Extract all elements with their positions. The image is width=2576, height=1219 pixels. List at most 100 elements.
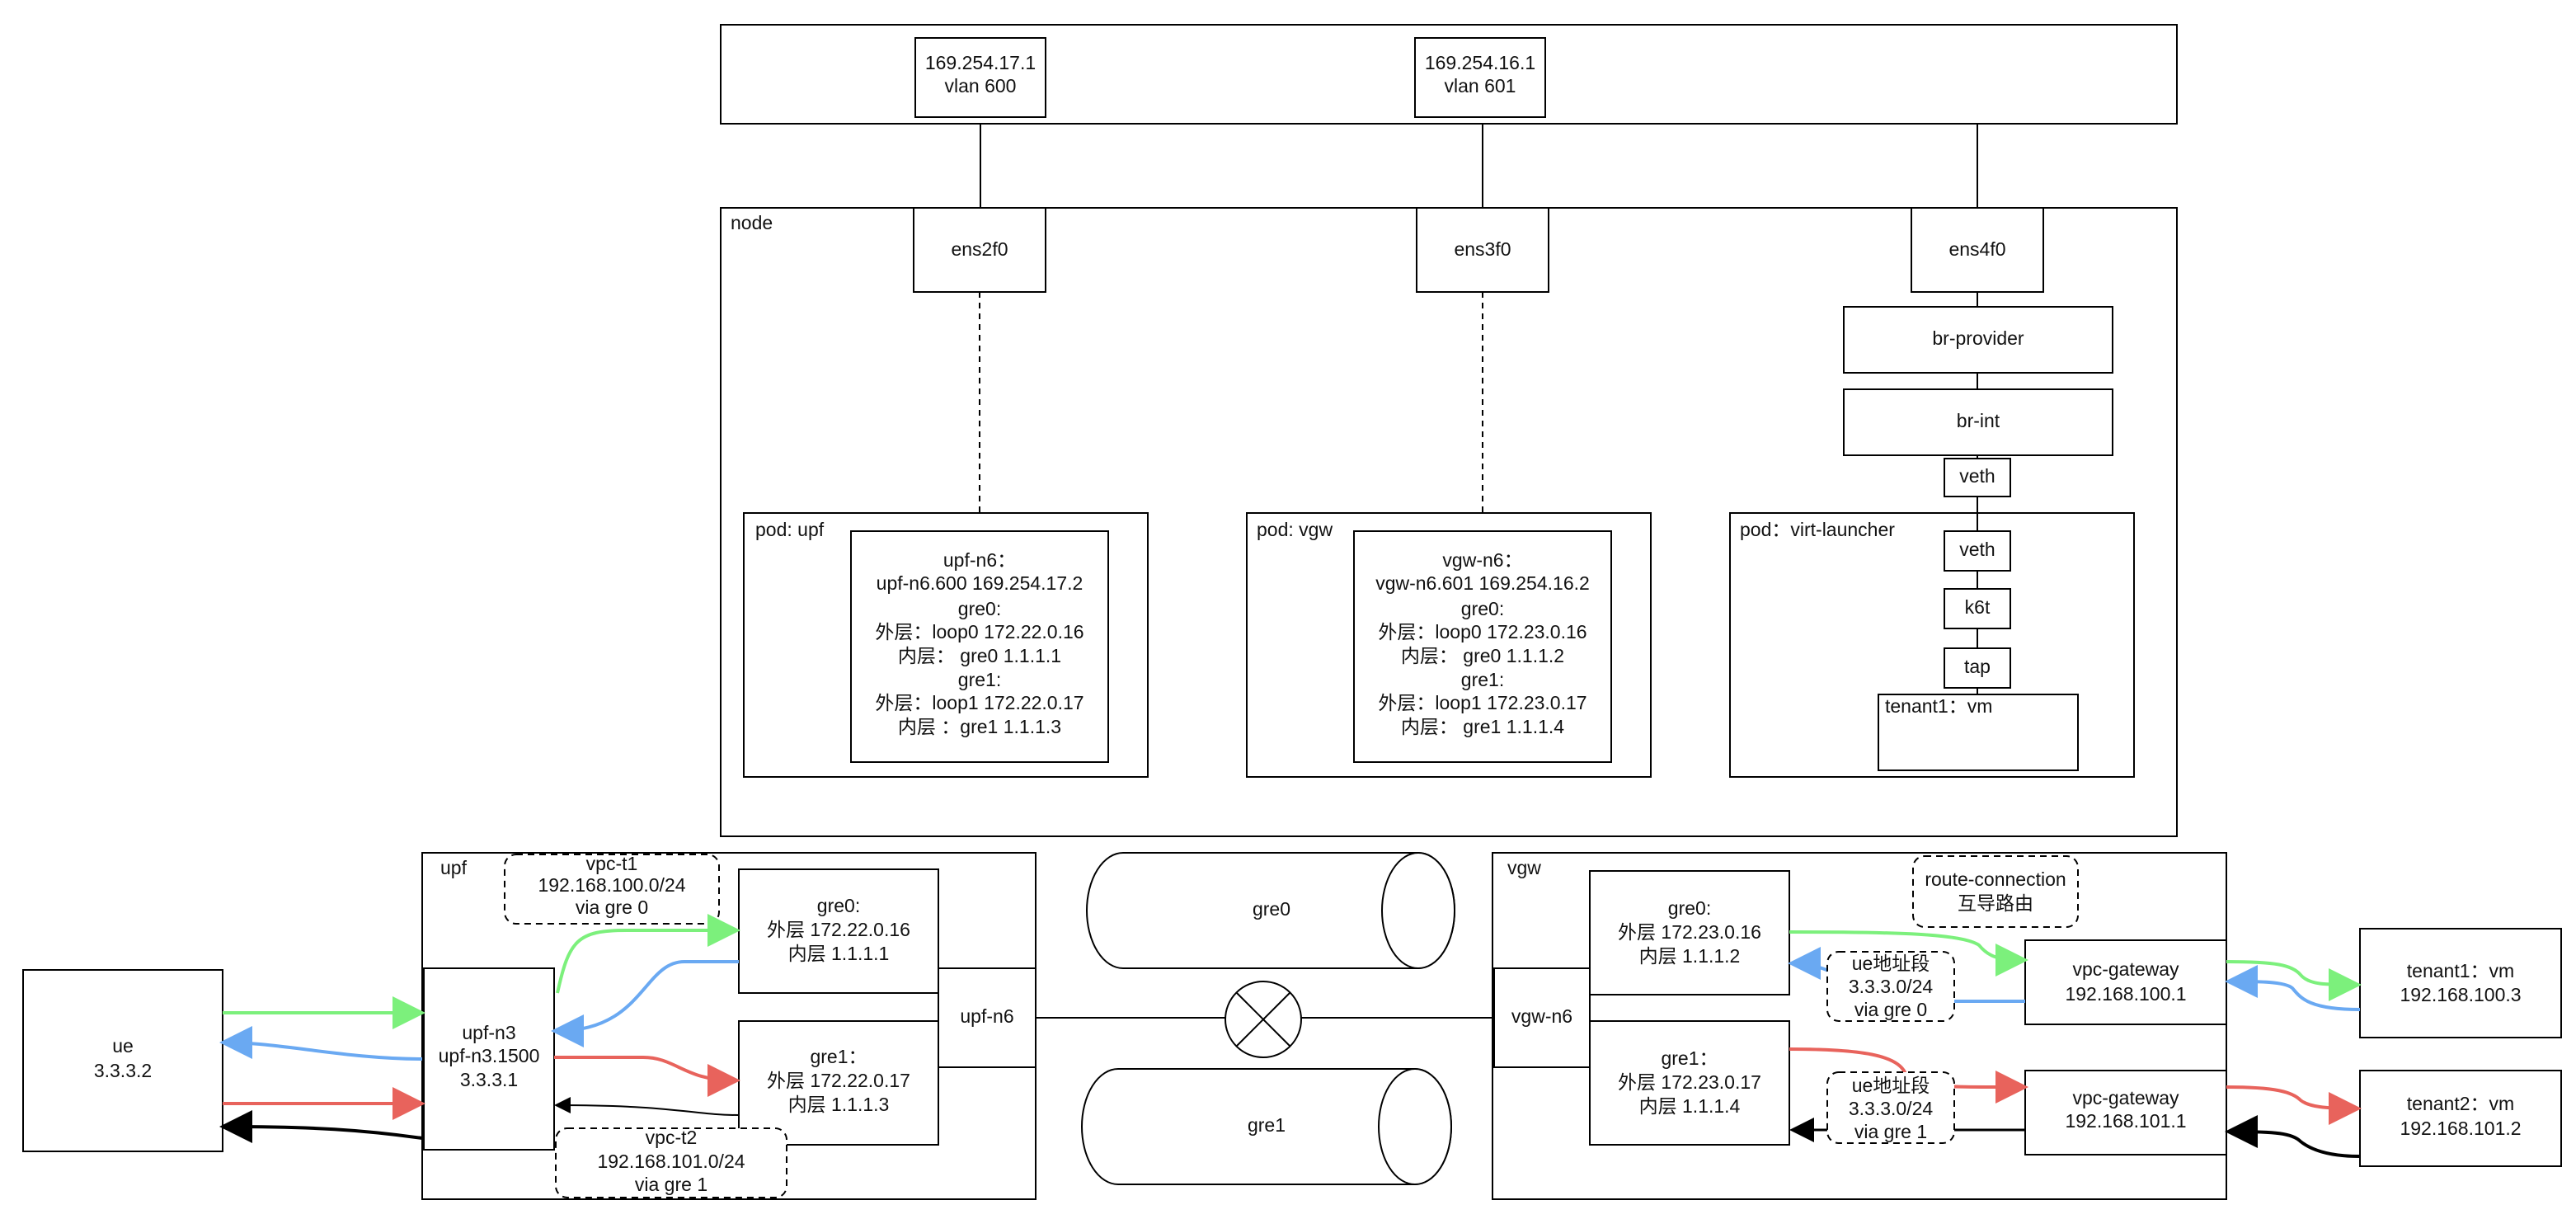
svg-text:br-int: br-int bbox=[1957, 410, 2000, 431]
svg-text:veth: veth bbox=[1959, 465, 1995, 487]
upf-gre1-box: gre1： 外层 172.22.0.17 内层 1.1.1.3 bbox=[738, 1020, 939, 1146]
upf-gre0-box: gre0: 外层 172.22.0.16 内层 1.1.1.1 bbox=[738, 868, 939, 994]
vlan600-label: vlan 600 bbox=[945, 75, 1017, 96]
flow-black-n3-to-ue bbox=[219, 1110, 423, 1144]
svg-text:3.3.3.0/24: 3.3.3.0/24 bbox=[1849, 1098, 1934, 1119]
bridge-br-int: br-int bbox=[1843, 388, 2113, 456]
svg-text:br-provider: br-provider bbox=[1932, 327, 2024, 349]
svg-text:外层 172.22.0.16: 外层 172.22.0.16 bbox=[767, 919, 910, 940]
flow-red-gw2-to-tenant2 bbox=[2226, 1085, 2362, 1125]
vgw-ue-route-gre1: ue地址段 3.3.3.0/24 via gre 1 bbox=[1826, 1071, 1955, 1144]
veth-inner: veth bbox=[1944, 530, 2011, 572]
upf-route-vpc-t2: vpc-t2 192.168.101.0/24 via gre 1 bbox=[555, 1127, 787, 1198]
vgw-interface-info bbox=[1353, 530, 1612, 763]
svg-text:内层： gre0 1.1.1.2: 内层： gre0 1.1.1.2 bbox=[1401, 645, 1564, 666]
tap-device: tap bbox=[1944, 647, 2011, 689]
tenant1-vm-label: tenant1：vm bbox=[1885, 695, 1992, 717]
svg-text:upf-n3: upf-n3 bbox=[462, 1022, 515, 1043]
flow-green-n3-to-gre0 bbox=[556, 914, 740, 994]
svg-text:外层：loop1 172.22.0.17: 外层：loop1 172.22.0.17 bbox=[875, 692, 1084, 713]
svg-text:内层 ：gre1 1.1.1.3: 内层 ：gre1 1.1.1.3 bbox=[898, 716, 1061, 737]
svg-text:ue地址段: ue地址段 bbox=[1852, 1075, 1930, 1096]
svg-text:外层 172.23.0.17: 外层 172.23.0.17 bbox=[1618, 1071, 1761, 1093]
route-connection-note: route-connection 互导路由 bbox=[1912, 855, 2079, 928]
svg-text:内层 1.1.1.1: 内层 1.1.1.1 bbox=[788, 943, 890, 964]
flow-blue-tenant1-to-gw1 bbox=[2225, 965, 2361, 1011]
svg-text:3.3.3.0/24: 3.3.3.0/24 bbox=[1849, 976, 1934, 997]
svg-text:k6t: k6t bbox=[1965, 596, 1991, 618]
vgw-label: vgw bbox=[1507, 857, 1541, 878]
svg-text:via gre 0: via gre 0 bbox=[576, 897, 648, 918]
nic-ens4f0: ens4f0 bbox=[1911, 207, 2044, 293]
svg-text:gre0:: gre0: bbox=[1668, 897, 1711, 919]
svg-text:vgw-n6.601 169.254.16.2: vgw-n6.601 169.254.16.2 bbox=[1375, 572, 1590, 594]
svg-text:vgw-n6: vgw-n6 bbox=[1511, 1005, 1572, 1027]
nic-ens3f0: ens3f0 bbox=[1416, 207, 1549, 293]
svg-text:内层 1.1.1.4: 内层 1.1.1.4 bbox=[1639, 1095, 1741, 1117]
pod-virt-launcher-label: pod：virt-launcher bbox=[1740, 519, 1895, 540]
flow-blue-gre0-to-n3 bbox=[551, 960, 739, 1047]
node-label: node bbox=[731, 212, 773, 233]
svg-text:192.168.101.1: 192.168.101.1 bbox=[2065, 1110, 2186, 1132]
svg-text:3.3.3.1: 3.3.3.1 bbox=[460, 1069, 518, 1090]
svg-text:gre1:: gre1: bbox=[958, 669, 1001, 690]
svg-text:192.168.100.3: 192.168.100.3 bbox=[2400, 984, 2521, 1005]
svg-text:upf-n6：: upf-n6： bbox=[943, 549, 1016, 571]
svg-text:gre0:: gre0: bbox=[817, 895, 860, 916]
vlan601-ip: 169.254.16.1 bbox=[1425, 52, 1535, 73]
svg-text:192.168.100.0/24: 192.168.100.0/24 bbox=[538, 874, 685, 896]
vgw-gateway-1: vpc-gateway 192.168.100.1 bbox=[2024, 939, 2227, 1025]
ue-box: ue 3.3.3.2 bbox=[22, 969, 223, 1152]
svg-text:外层：loop1 172.23.0.17: 外层：loop1 172.23.0.17 bbox=[1378, 692, 1586, 713]
svg-text:via gre 1: via gre 1 bbox=[1854, 1121, 1927, 1142]
svg-text:ens4f0: ens4f0 bbox=[1948, 238, 2005, 260]
svg-text:192.168.100.1: 192.168.100.1 bbox=[2065, 983, 2186, 1005]
svg-text:内层： gre1 1.1.1.4: 内层： gre1 1.1.1.4 bbox=[1401, 716, 1564, 737]
svg-text:gre0:: gre0: bbox=[1461, 598, 1504, 619]
gre1-tunnel: gre1 bbox=[1081, 1068, 1452, 1185]
svg-text:tenant2：vm: tenant2：vm bbox=[2407, 1093, 2514, 1114]
flow-black-tenant2-to-gw2 bbox=[2225, 1115, 2361, 1158]
vgw-gre0-box: gre0: 外层 172.23.0.16 内层 1.1.1.2 bbox=[1589, 870, 1790, 995]
flow-green-gre0-to-gw1 bbox=[1789, 930, 2028, 977]
svg-text:互导路由: 互导路由 bbox=[1958, 892, 2033, 914]
flow-red-n3-to-gre1 bbox=[554, 1056, 740, 1097]
tenant1-box: tenant1：vm 192.168.100.3 bbox=[2359, 928, 2562, 1038]
svg-text:tap: tap bbox=[1964, 656, 1991, 677]
svg-text:外层 172.23.0.16: 外层 172.23.0.16 bbox=[1618, 921, 1761, 943]
svg-text:gre1：: gre1： bbox=[810, 1046, 867, 1067]
svg-text:192.168.101.0/24: 192.168.101.0/24 bbox=[597, 1151, 745, 1172]
tenant2-box: tenant2：vm 192.168.101.2 bbox=[2359, 1070, 2562, 1167]
vgw-ue-route-gre0: ue地址段 3.3.3.0/24 via gre 0 bbox=[1826, 951, 1955, 1022]
svg-text:gre0:: gre0: bbox=[958, 598, 1001, 619]
svg-text:vpc-t1: vpc-t1 bbox=[586, 853, 638, 874]
svg-text:tenant1：vm: tenant1：vm bbox=[2407, 960, 2514, 981]
upf-interface-lines: upf-n6： upf-n6.600 169.254.17.2 gre0: 外层… bbox=[875, 549, 1084, 737]
tenant1-vm-box bbox=[1878, 694, 2079, 771]
svg-text:外层 172.22.0.17: 外层 172.22.0.17 bbox=[767, 1070, 910, 1091]
pod-upf-label: pod: upf bbox=[755, 519, 825, 540]
svg-text:ens3f0: ens3f0 bbox=[1454, 238, 1511, 260]
svg-text:外层：loop0 172.23.0.16: 外层：loop0 172.23.0.16 bbox=[1378, 621, 1586, 642]
svg-text:vpc-gateway: vpc-gateway bbox=[2072, 1087, 2179, 1108]
upf-route-vpc-t1: vpc-t1 192.168.100.0/24 via gre 0 bbox=[504, 853, 720, 925]
svg-text:gre1: gre1 bbox=[1248, 1114, 1286, 1136]
svg-text:upf-n3.1500: upf-n3.1500 bbox=[439, 1045, 540, 1066]
upf-n3-box: upf-n3 upf-n3.1500 3.3.3.1 bbox=[423, 967, 555, 1151]
svg-text:ens2f0: ens2f0 bbox=[951, 238, 1008, 260]
vgw-n6-box: vgw-n6 bbox=[1493, 967, 1591, 1068]
svg-text:upf-n6.600 169.254.17.2: upf-n6.600 169.254.17.2 bbox=[877, 572, 1084, 594]
vgw-interface-lines: vgw-n6： vgw-n6.601 169.254.16.2 gre0: 外层… bbox=[1375, 549, 1590, 737]
pod-vgw-label: pod: vgw bbox=[1257, 519, 1333, 540]
upf-interface-info bbox=[850, 530, 1109, 763]
flow-black-gre1-to-n3 bbox=[554, 1097, 740, 1116]
svg-text:gre1：: gre1： bbox=[1661, 1047, 1718, 1069]
veth-outer: veth bbox=[1944, 458, 2011, 497]
vlan601-label: vlan 601 bbox=[1445, 75, 1516, 96]
svg-text:外层：loop0 172.22.0.16: 外层：loop0 172.22.0.16 bbox=[875, 621, 1084, 642]
svg-text:内层 1.1.1.2: 内层 1.1.1.2 bbox=[1639, 945, 1741, 967]
svg-text:via gre 1: via gre 1 bbox=[635, 1174, 707, 1195]
svg-text:veth: veth bbox=[1959, 539, 1995, 560]
nic-ens2f0: ens2f0 bbox=[913, 207, 1046, 293]
